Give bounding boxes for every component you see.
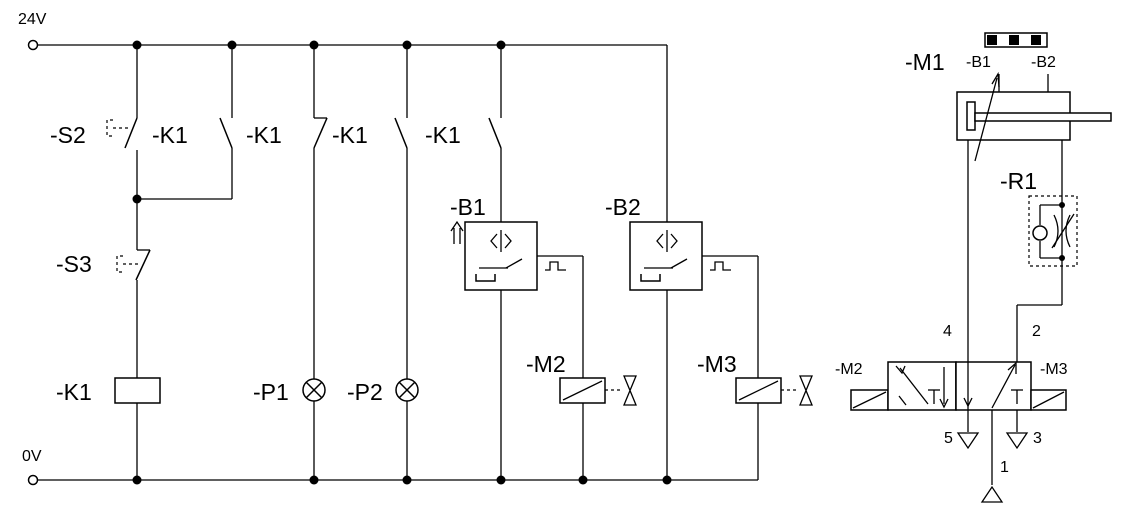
p1-label: -P1 [253,379,289,405]
ground-terminal [27,474,39,486]
s3-pushbutton-icon [116,255,123,273]
k1-no-contact-p2 [394,117,408,149]
k1-contact-1-label: -K1 [152,122,188,148]
m3-valve-indicator-icon [781,375,813,406]
s3-contact [135,249,151,281]
k1-contact-4-label: -K1 [425,122,461,148]
port-1-label: 1 [1000,459,1009,476]
check-valve-icon [1032,225,1048,241]
supply-rail: 24V [18,11,668,222]
port-5-exhaust-icon [956,432,980,450]
position-scale-icon [984,32,1048,48]
valve-5-2: 4 2 -M2 -M3 5 3 [835,323,1068,503]
m3-coil-label: -M3 [697,351,737,377]
branch-p2: -K1 -P2 [332,45,419,480]
s2-label: -S2 [50,122,86,148]
branch-b1-m2: -K1 -B1 -M2 [425,45,637,480]
b1-sensor-label: -B1 [966,54,991,71]
b1-direction-arrow-icon [450,220,464,244]
s2-pushbutton-icon [106,119,113,137]
ground-label: 0V [22,448,42,465]
port-3-exhaust-icon [1005,432,1029,450]
supply-terminal [27,39,39,51]
s3-label: -S3 [56,251,92,277]
cylinder-rod [974,112,1112,122]
k1-contact-2-label: -K1 [246,122,282,148]
k1-contact-3-label: -K1 [332,122,368,148]
junction-dots [132,40,672,485]
k1-no-contact-b1 [488,117,502,149]
port-1-supply-icon [980,485,1004,503]
throttle-icon [1053,214,1071,248]
port-2-label: 2 [1032,323,1041,340]
p2-label: -P2 [347,379,383,405]
b2-sensor-label: -B2 [1031,54,1056,71]
k1-coil-symbol [114,377,161,404]
m1-cylinder: -M1 -B1 -B2 [905,32,1112,362]
branch-b2-m3: -B2 -M3 [605,194,813,480]
r1-label: -R1 [1000,168,1037,194]
branch-k1-hold: -K1 [137,45,233,200]
valve-right-position [955,361,1032,411]
p1-lamp-icon [302,378,326,402]
m3-valve-label: -M3 [1040,361,1068,378]
p2-lamp-icon [395,378,419,402]
m2-valve-indicator-icon [605,375,637,406]
m1-label: -M1 [905,49,945,75]
m2-valve-label: -M2 [835,361,863,378]
r1-flow-control-valve: -R1 [1000,168,1078,267]
k1-coil-label: -K1 [56,379,92,405]
b2-proximity-sensor [629,221,731,291]
valve-left-position [887,361,957,411]
port-5-label: 5 [944,430,953,447]
supply-label: 24V [18,11,47,28]
b2-label: -B2 [605,194,641,220]
port-3-label: 3 [1033,430,1042,447]
b1-proximity-sensor [464,221,566,291]
m2-coil-label: -M2 [526,351,566,377]
branch-k1-coil: -S2 -S3 -K1 [50,45,161,480]
k1-nc-contact [313,117,328,149]
k1-hold-contact [219,117,233,149]
port-4-label: 4 [943,323,952,340]
ground-rail: 0V [22,448,758,486]
branch-p1: -K1 -P1 [246,45,328,480]
b1-label: -B1 [450,194,486,220]
s2-contact [124,117,138,149]
